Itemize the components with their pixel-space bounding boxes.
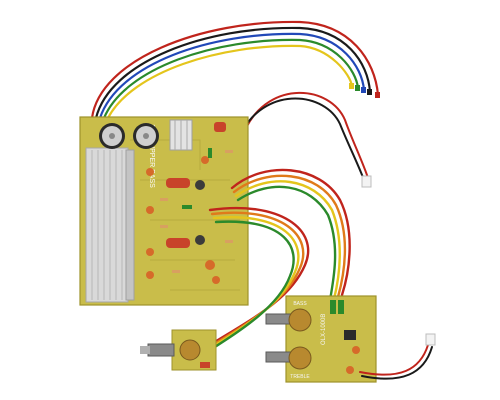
filter-capacitors [99,123,159,149]
output-wire-pair [359,344,433,380]
heatsink [85,147,135,303]
components-small [160,148,233,273]
bass-pot [288,308,312,332]
treble-shaft [265,351,293,363]
wire-black-top [94,26,372,120]
label-bass: BASS [293,301,307,307]
electrolytic-caps [146,156,220,284]
main-board: 12V SUPPER BASS [79,116,249,306]
board-title: 12V SUPPER BASS [148,124,155,188]
power-wire-pair [242,91,369,181]
regulator-heatsink [169,119,193,151]
wire-blue-top [98,32,366,120]
top-wire-bundle [90,20,380,120]
wire-red-top [90,20,380,120]
volume-shaft [147,343,175,357]
treble-pot [288,346,312,370]
tone-board: BASS TREBLE OLX-1000B [265,295,377,383]
wire-green-top [102,38,360,120]
bass-shaft [265,313,293,325]
wire-yellow-top [106,44,354,120]
output-connector [425,333,436,346]
film-capacitors [166,122,226,248]
power-connector [361,175,372,188]
label-treble: TREBLE [290,374,310,380]
top-wire-tips [349,83,380,98]
signal-wires [202,168,351,356]
board-model: OLX-1000B [321,314,327,345]
volume-board [140,329,217,371]
